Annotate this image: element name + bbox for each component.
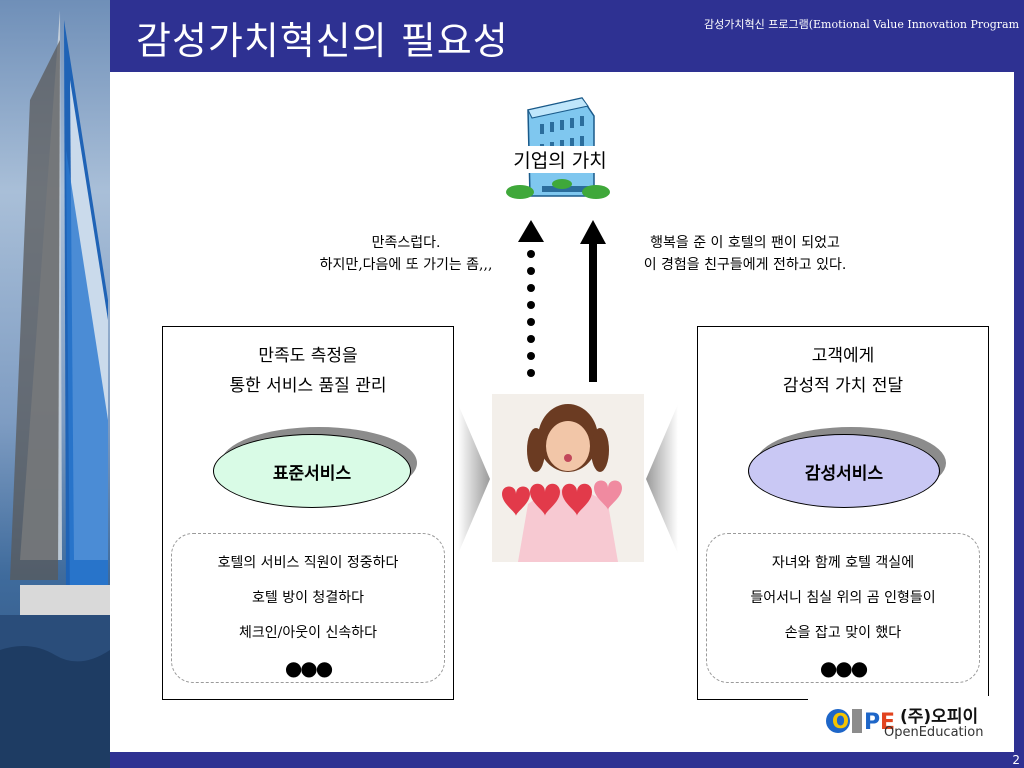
sailboat-illustration: [0, 10, 110, 768]
program-name: 감성가치혁신 프로그램(Emotional Value Innovation P…: [704, 18, 1020, 31]
right-panel: 고객에게 감성적 가치 전달 감성서비스 자녀와 함께 호텔 객실에 들어서니 …: [697, 326, 989, 700]
right-heading-line-2: 감성적 가치 전달: [782, 376, 904, 396]
right-pointer-shape: [646, 404, 678, 554]
customer-photo: [492, 394, 644, 562]
left-quote-line-2: 하지만,다음에 또 가기는 좀,,,: [319, 257, 493, 273]
left-panel-heading: 만족도 측정을 통한 서비스 품질 관리: [163, 341, 453, 401]
page-number: 2: [1012, 753, 1020, 767]
sailboat-photo: [0, 0, 110, 768]
svg-text:O: O: [832, 709, 849, 733]
page-title: 감성가치혁신의 필요성: [136, 19, 509, 63]
logo-sub-text: OpenEducation: [884, 725, 984, 740]
building-label: 기업의 가치: [490, 146, 630, 173]
right-panel-heading: 고객에게 감성적 가치 전달: [698, 341, 988, 401]
left-more-dots: ●●●: [284, 656, 333, 680]
title-bar: [110, 0, 1024, 72]
svg-text:E: E: [880, 710, 895, 735]
left-examples-box: 호텔의 서비스 직원이 정중하다 호텔 방이 청결하다 체크인/아웃이 신속하다…: [171, 533, 445, 683]
right-heading-line-1: 고객에게: [811, 346, 875, 366]
svg-text:P: P: [864, 710, 880, 735]
left-examples: 호텔의 서비스 직원이 정중하다 호텔 방이 청결하다 체크인/아웃이 신속하다…: [172, 546, 444, 686]
left-heading-line-1: 만족도 측정을: [258, 346, 358, 366]
solid-arrow-up: [580, 220, 606, 382]
emotional-service-ellipse: 감성서비스: [748, 434, 940, 508]
left-example-2: 호텔 방이 청결하다: [252, 590, 364, 606]
dotted-arrow-up: [518, 220, 544, 377]
standard-service-ellipse: 표준서비스: [213, 434, 411, 508]
right-example-2: 들어서니 침실 위의 곰 인형들이: [750, 590, 936, 606]
bottom-bar: [110, 752, 1024, 768]
right-examples: 자녀와 함께 호텔 객실에 들어서니 침실 위의 곰 인형들이 손을 잡고 맞이…: [707, 546, 979, 686]
ope-logo-mark: O P E: [826, 709, 895, 735]
right-example-1: 자녀와 함께 호텔 객실에: [771, 555, 915, 571]
logo-brand-text: (주)오피이: [900, 707, 979, 727]
left-pointer-shape: [458, 404, 490, 554]
slide-content: 기업의 가치 만족스럽다. 하지만,다음에 또 가기는 좀,,, 행복을 준 이…: [110, 72, 1014, 752]
left-example-1: 호텔의 서비스 직원이 정중하다: [217, 555, 399, 571]
right-quote-line-2: 이 경험을 친구들에게 전하고 있다.: [643, 257, 847, 273]
left-quote-line-1: 만족스럽다.: [371, 235, 441, 251]
left-panel: 만족도 측정을 통한 서비스 품질 관리 표준서비스 호텔의 서비스 직원이 정…: [162, 326, 454, 700]
left-quote: 만족스럽다. 하지만,다음에 또 가기는 좀,,,: [286, 232, 526, 276]
right-quote-line-1: 행복을 준 이 호텔의 팬이 되었고: [650, 235, 840, 251]
right-examples-box: 자녀와 함께 호텔 객실에 들어서니 침실 위의 곰 인형들이 손을 잡고 맞이…: [706, 533, 980, 683]
right-example-3: 손을 잡고 맞이 했다: [784, 625, 902, 641]
right-quote: 행복을 준 이 호텔의 팬이 되었고 이 경험을 친구들에게 전하고 있다.: [600, 232, 890, 276]
left-heading-line-2: 통한 서비스 품질 관리: [229, 376, 387, 396]
left-example-3: 체크인/아웃이 신속하다: [239, 625, 377, 641]
company-logo: O P E (주)오피이 OpenEducation: [808, 696, 1004, 748]
right-more-dots: ●●●: [819, 656, 868, 680]
